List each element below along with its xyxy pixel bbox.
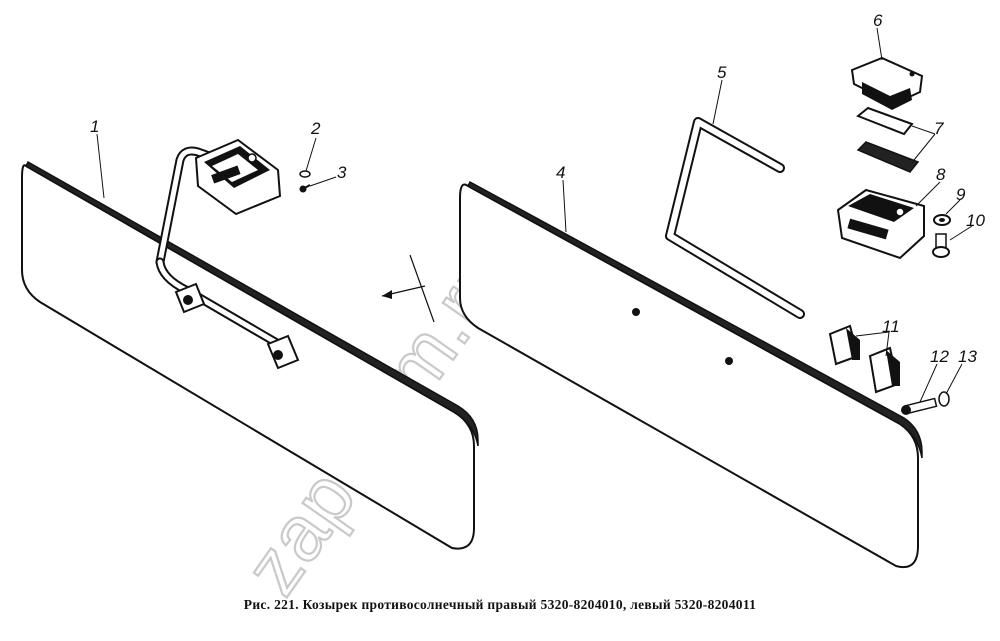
callout-4: 4	[556, 163, 565, 182]
screw-3	[299, 184, 311, 193]
figure-caption: Рис. 221. Козырек противосолнечный правы…	[243, 597, 757, 612]
callout-1: 1	[90, 117, 99, 136]
left-visor-panel	[21, 160, 479, 550]
washer-2	[299, 170, 311, 178]
washer-13	[938, 391, 950, 407]
callout-13: 13	[958, 347, 977, 366]
spring-plates-7	[856, 106, 920, 173]
callout-3: 3	[337, 163, 347, 182]
callout-9: 9	[956, 185, 966, 204]
right-visor-panel	[459, 180, 923, 568]
left-visor-hinge-bracket	[194, 138, 282, 216]
screw-10	[932, 233, 950, 258]
callout-8: 8	[936, 165, 946, 184]
washer-9	[933, 214, 951, 226]
hinge-cover-6	[850, 56, 924, 110]
callout-5: 5	[717, 63, 727, 82]
callout-11: 11	[882, 317, 900, 336]
left-visor-clips	[174, 282, 300, 370]
rod-5	[665, 117, 805, 319]
callout-12: 12	[930, 347, 949, 366]
callout-6: 6	[873, 11, 883, 30]
clips-11	[828, 324, 900, 394]
callout-7: 7	[934, 119, 944, 138]
screw-12	[901, 397, 938, 415]
leader-lines	[96, 27, 973, 403]
callout-10: 10	[966, 211, 985, 230]
bracket-8	[836, 188, 925, 260]
direction-arrow	[381, 254, 435, 323]
callout-2: 2	[310, 119, 321, 138]
